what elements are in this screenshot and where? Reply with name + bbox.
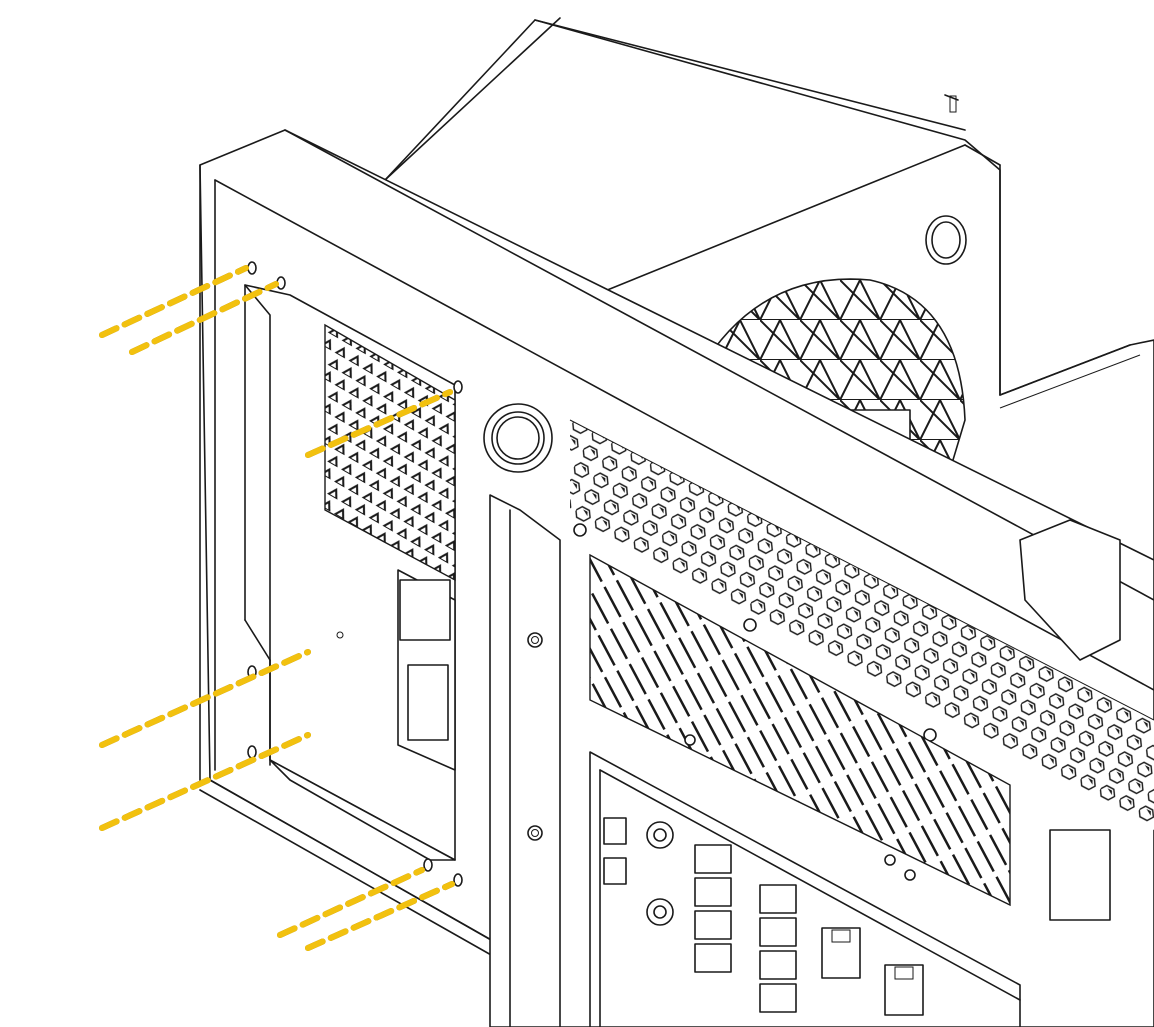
screw-path-1 (99, 265, 249, 338)
rear-power-button (483, 403, 553, 473)
ps2-port-icon (603, 817, 627, 885)
ethernet-port-icon (821, 927, 924, 1016)
expansion-bracket (489, 494, 561, 1027)
screw-path-5 (99, 732, 311, 831)
slot-vent (589, 553, 1011, 907)
screw-path-group (99, 265, 455, 951)
usb-port-icon (694, 844, 797, 1013)
screw-path-3 (305, 389, 453, 458)
top-power-button (925, 215, 967, 265)
screw-path-6 (277, 867, 425, 938)
screw-holes (247, 261, 463, 887)
screw-path-2 (129, 281, 279, 355)
screw-paths (99, 265, 455, 951)
audio-jack-icon (646, 821, 674, 926)
cable-clip (1019, 519, 1121, 921)
psu-bay (244, 284, 456, 861)
mesh-vent-icon (569, 419, 1154, 830)
screw-path-7 (305, 881, 455, 951)
io-shield (589, 751, 1021, 1027)
screw-path-4 (99, 649, 311, 748)
